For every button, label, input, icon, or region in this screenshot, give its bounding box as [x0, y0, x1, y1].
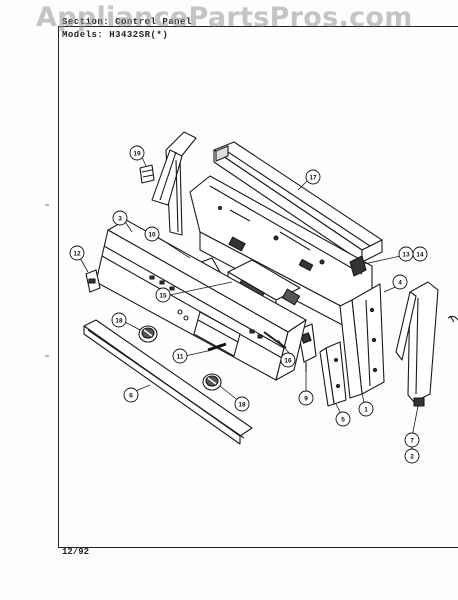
- callout-7: 7: [404, 432, 420, 448]
- callout-1: 1: [358, 401, 374, 417]
- edge-marks: [45, 204, 49, 357]
- svg-text:4: 4: [398, 280, 402, 287]
- svg-text:7: 7: [410, 438, 414, 445]
- svg-text:13: 13: [402, 252, 410, 259]
- callout-2: 2: [404, 448, 420, 464]
- callout-18a: 18: [111, 312, 127, 328]
- callouts: 17 19 3 10 12 15 13 14 4 18 11 16 9 5 1 …: [69, 145, 428, 464]
- models-title: Models: H3432SR(*): [62, 30, 169, 40]
- part-left-side-bracket: [151, 131, 197, 236]
- svg-text:15: 15: [159, 293, 167, 300]
- part-clip-left: [85, 269, 101, 293]
- part-right-end-bracket: [339, 283, 385, 399]
- svg-text:11: 11: [177, 354, 184, 361]
- part-control-panel: [95, 219, 307, 381]
- diagram-frame: [58, 26, 458, 548]
- callout-15: 15: [155, 287, 171, 303]
- svg-text:16: 16: [284, 358, 292, 365]
- svg-text:19: 19: [133, 151, 141, 158]
- svg-text:6: 6: [129, 393, 133, 400]
- callout-13: 13: [398, 246, 414, 262]
- svg-text:18: 18: [238, 402, 246, 409]
- part-small-clip: [139, 164, 155, 184]
- part-screw: [447, 315, 458, 323]
- svg-text:3: 3: [118, 216, 122, 223]
- svg-text:10: 10: [148, 232, 156, 239]
- callout-16: 16: [280, 352, 296, 368]
- revision-date: 12/92: [62, 547, 90, 557]
- callout-9: 9: [298, 390, 314, 406]
- part-connector: [349, 255, 367, 277]
- svg-text:2: 2: [410, 454, 414, 461]
- part-lower-trim: [83, 319, 253, 445]
- part-knob-left: [138, 325, 158, 343]
- callout-3: 3: [112, 210, 128, 226]
- part-knob-right: [202, 373, 222, 391]
- callout-10: 10: [144, 226, 160, 242]
- callout-4: 4: [392, 274, 408, 290]
- svg-text:12: 12: [73, 251, 81, 258]
- callout-19: 19: [129, 145, 145, 161]
- svg-text:17: 17: [309, 175, 317, 182]
- part-small-bracket: [319, 341, 347, 407]
- callout-14: 14: [412, 246, 428, 262]
- callout-6: 6: [123, 387, 139, 403]
- part-knob-shaft: [207, 342, 227, 352]
- callout-11: 11: [172, 348, 188, 364]
- section-title: Section: Control Panel: [62, 17, 192, 27]
- callout-12: 12: [69, 245, 85, 261]
- svg-text:9: 9: [304, 396, 308, 403]
- callout-18b: 18: [234, 396, 250, 412]
- svg-text:1: 1: [364, 407, 368, 414]
- callout-17: 17: [305, 169, 321, 185]
- svg-text:5: 5: [341, 417, 345, 424]
- part-end-trim: [395, 281, 439, 407]
- watermark-logo: AppliancePartsPros.com: [36, 2, 413, 33]
- svg-text:18: 18: [115, 318, 123, 325]
- svg-text:14: 14: [416, 252, 424, 259]
- callout-5: 5: [335, 411, 351, 427]
